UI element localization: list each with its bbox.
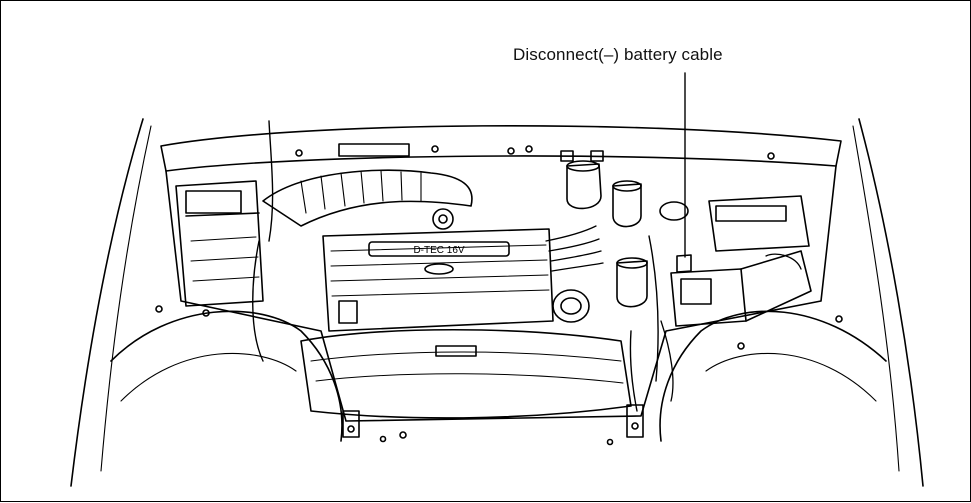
engine-cover [322,228,554,332]
ignition-leads [545,225,604,272]
lower-cover [300,328,632,419]
engine-badge-text: D-TEC 16V [413,245,464,256]
air-intake-hose [262,169,473,227]
washer-cap [659,201,689,221]
right-mount-bracket [626,404,644,438]
fuse-box [175,180,264,307]
left-hose [252,240,264,362]
left-mount-bracket [342,410,360,438]
left-fender-outline [70,118,144,487]
engine-bay-outline [165,165,837,422]
cowl-label-plate [338,143,410,157]
power-steering-reservoir [616,260,648,308]
brake-fluid-reservoir [566,163,602,210]
right-hose [648,235,659,382]
right-fender-outline [858,118,924,487]
relay-box [708,195,810,252]
battery-negative-terminal [676,254,692,273]
engine-badge-plate [368,241,510,257]
left-wheel-arch [110,310,343,442]
coolant-cap [552,289,590,323]
callout-label: Disconnect(–) battery cable [513,45,723,64]
left-wheel-arch-inner [120,352,297,402]
right-wheel-arch-inner [705,352,877,402]
dipstick [268,120,274,242]
right-fender-inner [852,125,900,472]
oil-filler-cap [432,208,454,230]
left-fender-inner [100,125,152,472]
coolant-reservoir [612,183,642,228]
cowl-panel [160,125,842,172]
right-wheel-arch [659,310,887,442]
